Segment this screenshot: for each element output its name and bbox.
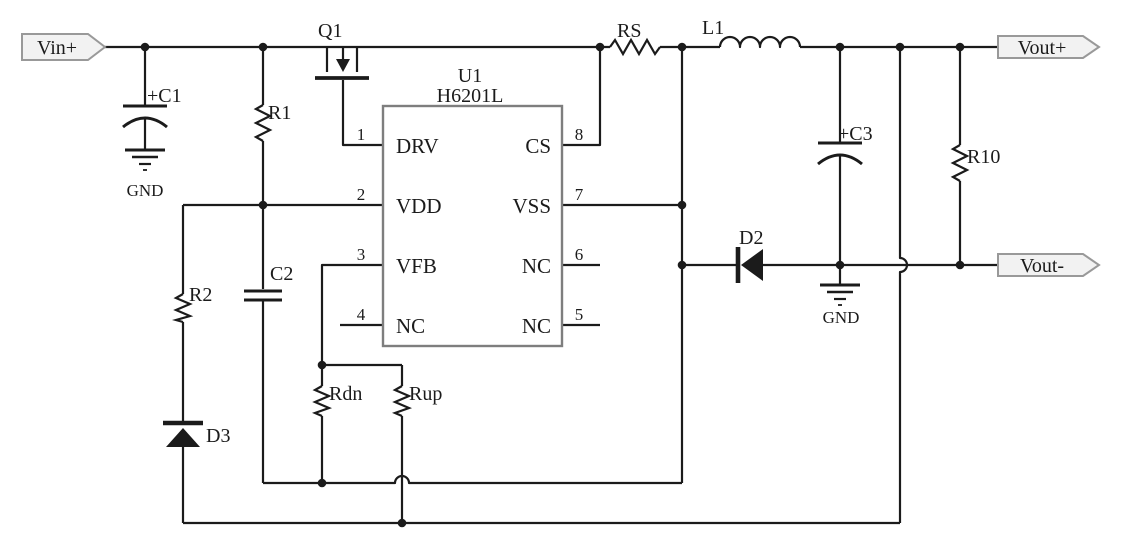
inductor-humps xyxy=(718,35,802,49)
cap-plate-curved xyxy=(122,116,168,129)
gnd-label: GND xyxy=(823,308,860,327)
junction-dot xyxy=(258,42,268,52)
ic-pin-label-cs: CS xyxy=(525,134,551,158)
ic-u1: U1 H6201L DRV VDD VFB NC CS VSS NC NC 1 … xyxy=(357,65,584,348)
diode-d3: D3 xyxy=(163,420,230,447)
cap-c1: +C1 xyxy=(122,85,182,129)
diode-triangle xyxy=(166,428,200,447)
ic-pin-number-3: 3 xyxy=(357,245,366,264)
wire-output-return xyxy=(898,47,909,523)
terminal-flag xyxy=(997,35,1101,59)
resistor-label: R2 xyxy=(189,284,212,306)
ic-pin-number-7: 7 xyxy=(575,185,584,204)
diode-label: D2 xyxy=(739,227,763,249)
ic-ref: U1 xyxy=(458,65,482,87)
gnd-symbol-left: GND xyxy=(125,148,165,200)
ic-pin-number-8: 8 xyxy=(575,125,584,144)
junction-dot xyxy=(317,478,327,488)
terminal-flag xyxy=(21,33,107,61)
terminal-label: Vin+ xyxy=(37,37,77,59)
cap-label: +C3 xyxy=(838,123,873,145)
terminal-vout-plus: Vout+ xyxy=(997,35,1101,59)
ic-pin-label-nc5: NC xyxy=(522,314,551,338)
resistor-zigzag xyxy=(609,37,661,57)
resistor-r1: R1 xyxy=(253,102,291,142)
ic-pin-number-6: 6 xyxy=(575,245,584,264)
ic-pin-number-1: 1 xyxy=(357,125,366,144)
junction-dot xyxy=(317,360,327,370)
junction-dot xyxy=(677,260,687,270)
wire-gate-drv xyxy=(341,80,383,147)
terminal-label: Vout- xyxy=(1020,255,1064,277)
resistor-label: RS xyxy=(617,20,641,42)
junction-dot xyxy=(955,42,965,52)
mosfet-label: Q1 xyxy=(318,20,342,42)
junction-dot xyxy=(895,42,905,52)
resistor-zigzag xyxy=(950,144,970,182)
ic-body xyxy=(381,104,564,348)
gnd-symbol-right: GND xyxy=(820,283,860,327)
mosfet-arrow-head xyxy=(336,59,350,72)
junction-dot xyxy=(140,42,150,52)
cap-c3: +C3 xyxy=(817,123,873,166)
mosfet-q1: Q1 xyxy=(315,20,369,80)
resistor-zigzag xyxy=(253,104,273,142)
terminal-label: Vout+ xyxy=(1018,37,1067,59)
diode-label: D3 xyxy=(206,425,230,447)
diode-d2: D2 xyxy=(735,227,763,283)
resistor-zigzag xyxy=(391,385,413,418)
resistor-rs: RS xyxy=(609,20,661,57)
resistor-label: R1 xyxy=(268,102,291,124)
terminal-vout-minus: Vout- xyxy=(997,253,1101,277)
junction-dot xyxy=(258,200,268,210)
ic-pin-number-5: 5 xyxy=(575,305,584,324)
ic-pin-label-vdd: VDD xyxy=(396,194,442,218)
cap-plate-curved xyxy=(817,153,863,166)
resistor-r2: R2 xyxy=(171,284,212,324)
wire-vfb xyxy=(320,263,383,365)
cap-label: +C1 xyxy=(147,85,182,107)
resistor-label: R10 xyxy=(967,146,1000,168)
resistor-r10: R10 xyxy=(950,144,1000,182)
resistor-label: Rdn xyxy=(329,383,362,405)
resistor-rup: Rup xyxy=(391,383,442,418)
ic-pin-number-2: 2 xyxy=(357,185,366,204)
terminal-vin-plus: Vin+ xyxy=(21,33,107,61)
ic-part-number: H6201L xyxy=(437,85,504,107)
junction-dot xyxy=(835,260,845,270)
junction-dot xyxy=(595,42,605,52)
cap-label: C2 xyxy=(270,263,293,285)
diode-triangle xyxy=(741,249,763,281)
inductor-l1: L1 xyxy=(702,17,802,49)
resistor-zigzag xyxy=(171,293,194,324)
junction-dot xyxy=(677,42,687,52)
terminal-flag xyxy=(997,253,1101,277)
junction-dot xyxy=(835,42,845,52)
junction-dot xyxy=(955,260,965,270)
gnd-label: GND xyxy=(127,181,164,200)
inductor-label: L1 xyxy=(702,17,724,39)
ic-pin-label-vfb: VFB xyxy=(396,254,437,278)
ic-pin-number-4: 4 xyxy=(357,305,366,324)
resistor-zigzag xyxy=(311,385,333,418)
cap-c2: C2 xyxy=(244,263,293,302)
wires xyxy=(105,45,1000,525)
resistor-label: Rup xyxy=(409,383,442,405)
ic-pin-label-vss: VSS xyxy=(512,194,551,218)
ic-pin-label-nc4: NC xyxy=(396,314,425,338)
junction-dot xyxy=(397,518,407,528)
resistor-rdn: Rdn xyxy=(311,383,362,418)
junction-dot xyxy=(677,200,687,210)
junction-dots xyxy=(140,42,965,528)
wire-pin8-cs xyxy=(562,47,602,147)
ic-pin-label-drv: DRV xyxy=(396,134,439,158)
ic-pin-label-nc6: NC xyxy=(522,254,551,278)
